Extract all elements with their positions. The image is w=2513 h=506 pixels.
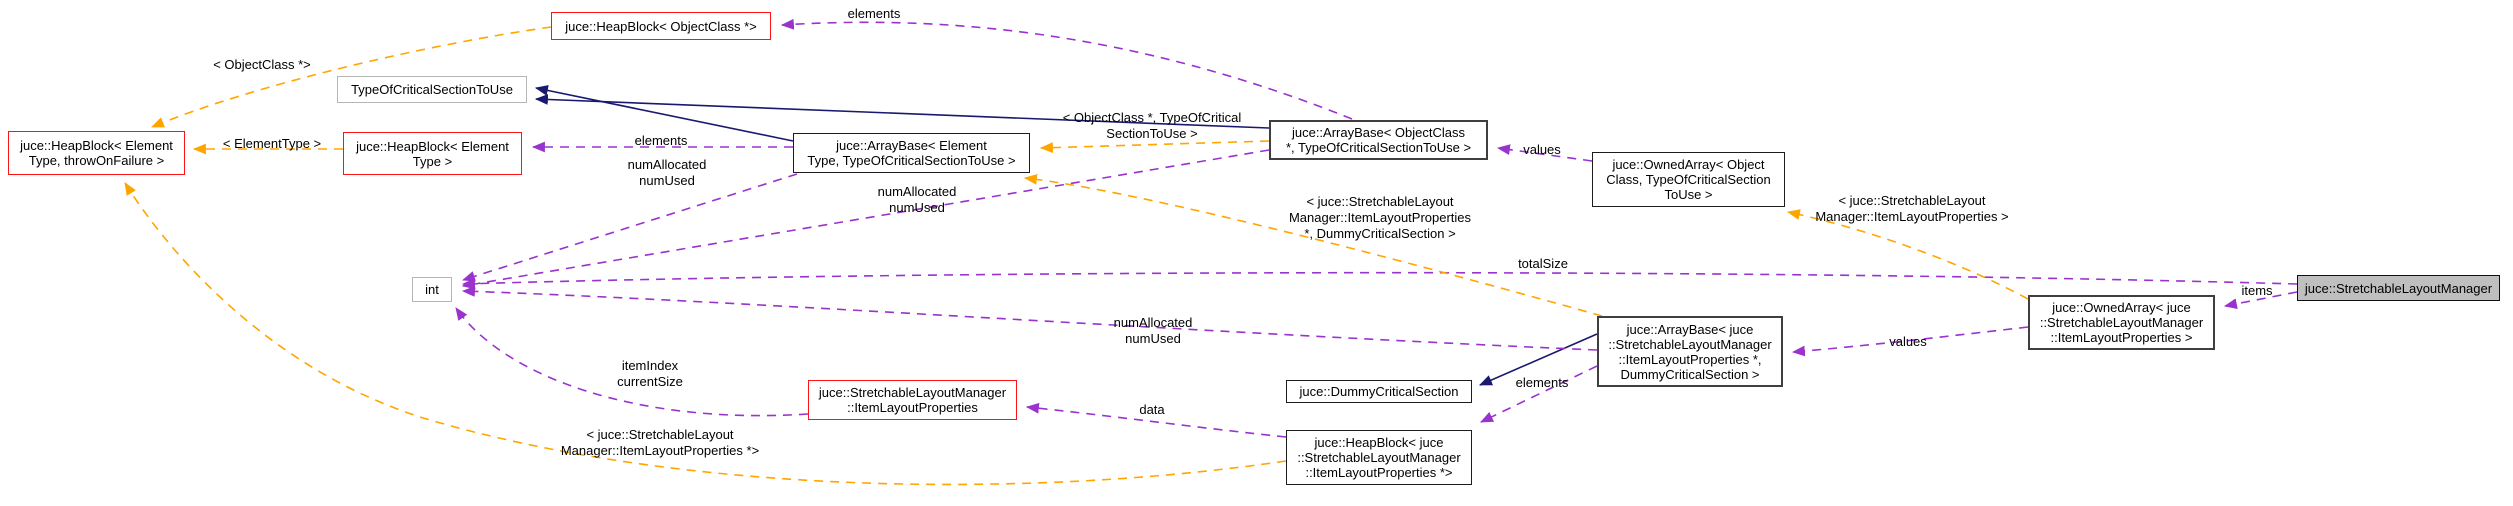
node-heapblock-itemlayoutproperties[interactable]: juce::HeapBlock< juce ::StretchableLayou…: [1286, 430, 1472, 485]
edge-numused-arraybase-objectclass-to-int: [461, 149, 1270, 290]
node-typeofcriticalsectiontouse: TypeOfCriticalSectionToUse: [337, 76, 527, 103]
node-arraybase-elementtype[interactable]: juce::ArrayBase< Element Type, TypeOfCri…: [793, 133, 1030, 173]
edge-numused-arraybase-item-to-int: [461, 286, 1598, 351]
node-ownedarray-objectclass[interactable]: juce::OwnedArray< Object Class, TypeOfCr…: [1592, 152, 1785, 207]
edge-totalsize-manager-to-int: [461, 271, 2298, 290]
node-heapblock-objectclass[interactable]: juce::HeapBlock< ObjectClass *>: [551, 12, 771, 40]
edge-label-template-objectclass-critical: < ObjectClass *, TypeOfCritical SectionT…: [1062, 110, 1242, 141]
edge-arraybase-element-to-typeofcriticalsection: [534, 85, 794, 142]
edge-label-itemindex: itemIndex currentSize: [617, 358, 683, 389]
node-itemlayoutproperties[interactable]: juce::StretchableLayoutManager ::ItemLay…: [808, 380, 1017, 420]
edge-data-heapblock-item-to-itemlayoutproperties: [1025, 402, 1287, 438]
edge-label-numallocated-element: numAllocated numUsed: [627, 157, 707, 188]
edge-label-template-objectclass-ptr: < ObjectClass *>: [213, 57, 311, 72]
edge-label-template-arraybase-item: < juce::StretchableLayout Manager::ItemL…: [1288, 194, 1472, 241]
edge-arraybase-objectclass-to-typeofcriticalsection: [534, 94, 1270, 129]
node-arraybase-objectclass[interactable]: juce::ArrayBase< ObjectClass *, TypeOfCr…: [1269, 120, 1488, 160]
node-int: int: [412, 277, 452, 302]
edge-template-ownedarray-item-to-ownedarray-base: [1786, 209, 2029, 300]
node-heapblock-elementtype-throwonfailure[interactable]: juce::HeapBlock< Element Type, throwOnFa…: [8, 131, 185, 175]
edge-items-manager-to-ownedarray-item: [2223, 291, 2298, 310]
edge-label-elements-top: elements: [847, 6, 901, 21]
edge-template-heapblock-objectclass-to-heapblock-base: [151, 26, 552, 128]
edge-values-ownedarray-item-to-arraybase-item: [1791, 326, 2029, 357]
edge-template-heapblock-item-to-heapblock-base: [124, 182, 1287, 486]
edge-arraybase-item-to-dummycriticalsection: [1479, 333, 1598, 386]
node-heapblock-elementtype[interactable]: juce::HeapBlock< Element Type >: [343, 132, 522, 175]
edge-elements-arraybase-objectclass-to-heapblock-objectclass: [780, 18, 1353, 120]
edge-label-data: data: [1139, 402, 1165, 417]
edge-label-items: items: [2241, 283, 2273, 298]
node-arraybase-itemlayoutproperties[interactable]: juce::ArrayBase< juce ::StretchableLayou…: [1597, 316, 1783, 387]
edge-itemindex-itemlayoutproperties-to-int: [455, 307, 809, 417]
edge-label-numallocated-item: numAllocated numUsed: [1113, 315, 1193, 346]
edge-label-values-item: values: [1889, 334, 1927, 349]
edge-elements-arraybase-item-to-heapblock-item: [1480, 365, 1598, 423]
edge-numused-arraybase-element-to-int: [461, 173, 798, 282]
edge-label-values-objectclass: values: [1523, 142, 1561, 157]
edge-label-elements-bottom: elements: [1515, 375, 1569, 390]
edge-template-arraybase-item-to-arraybase-base: [1023, 173, 1603, 317]
node-ownedarray-itemlayoutproperties[interactable]: juce::OwnedArray< juce ::StretchableLayo…: [2028, 295, 2215, 350]
edge-label-elements-mid: elements: [634, 133, 688, 148]
edge-label-numallocated-objectclass: numAllocated numUsed: [877, 184, 957, 215]
edge-template-arraybase-objectclass-to-arraybase-base: [1039, 140, 1270, 154]
node-dummycriticalsection[interactable]: juce::DummyCriticalSection: [1286, 380, 1472, 403]
edge-label-totalsize: totalSize: [1518, 256, 1568, 271]
edge-label-template-elementtype: < ElementType >: [222, 136, 322, 151]
edge-label-template-ownedarray-item: < juce::StretchableLayout Manager::ItemL…: [1815, 193, 2009, 224]
edge-label-template-heapblock-item: < juce::StretchableLayout Manager::ItemL…: [560, 427, 760, 458]
node-stretchablelayoutmanager: juce::StretchableLayoutManager: [2297, 275, 2500, 301]
